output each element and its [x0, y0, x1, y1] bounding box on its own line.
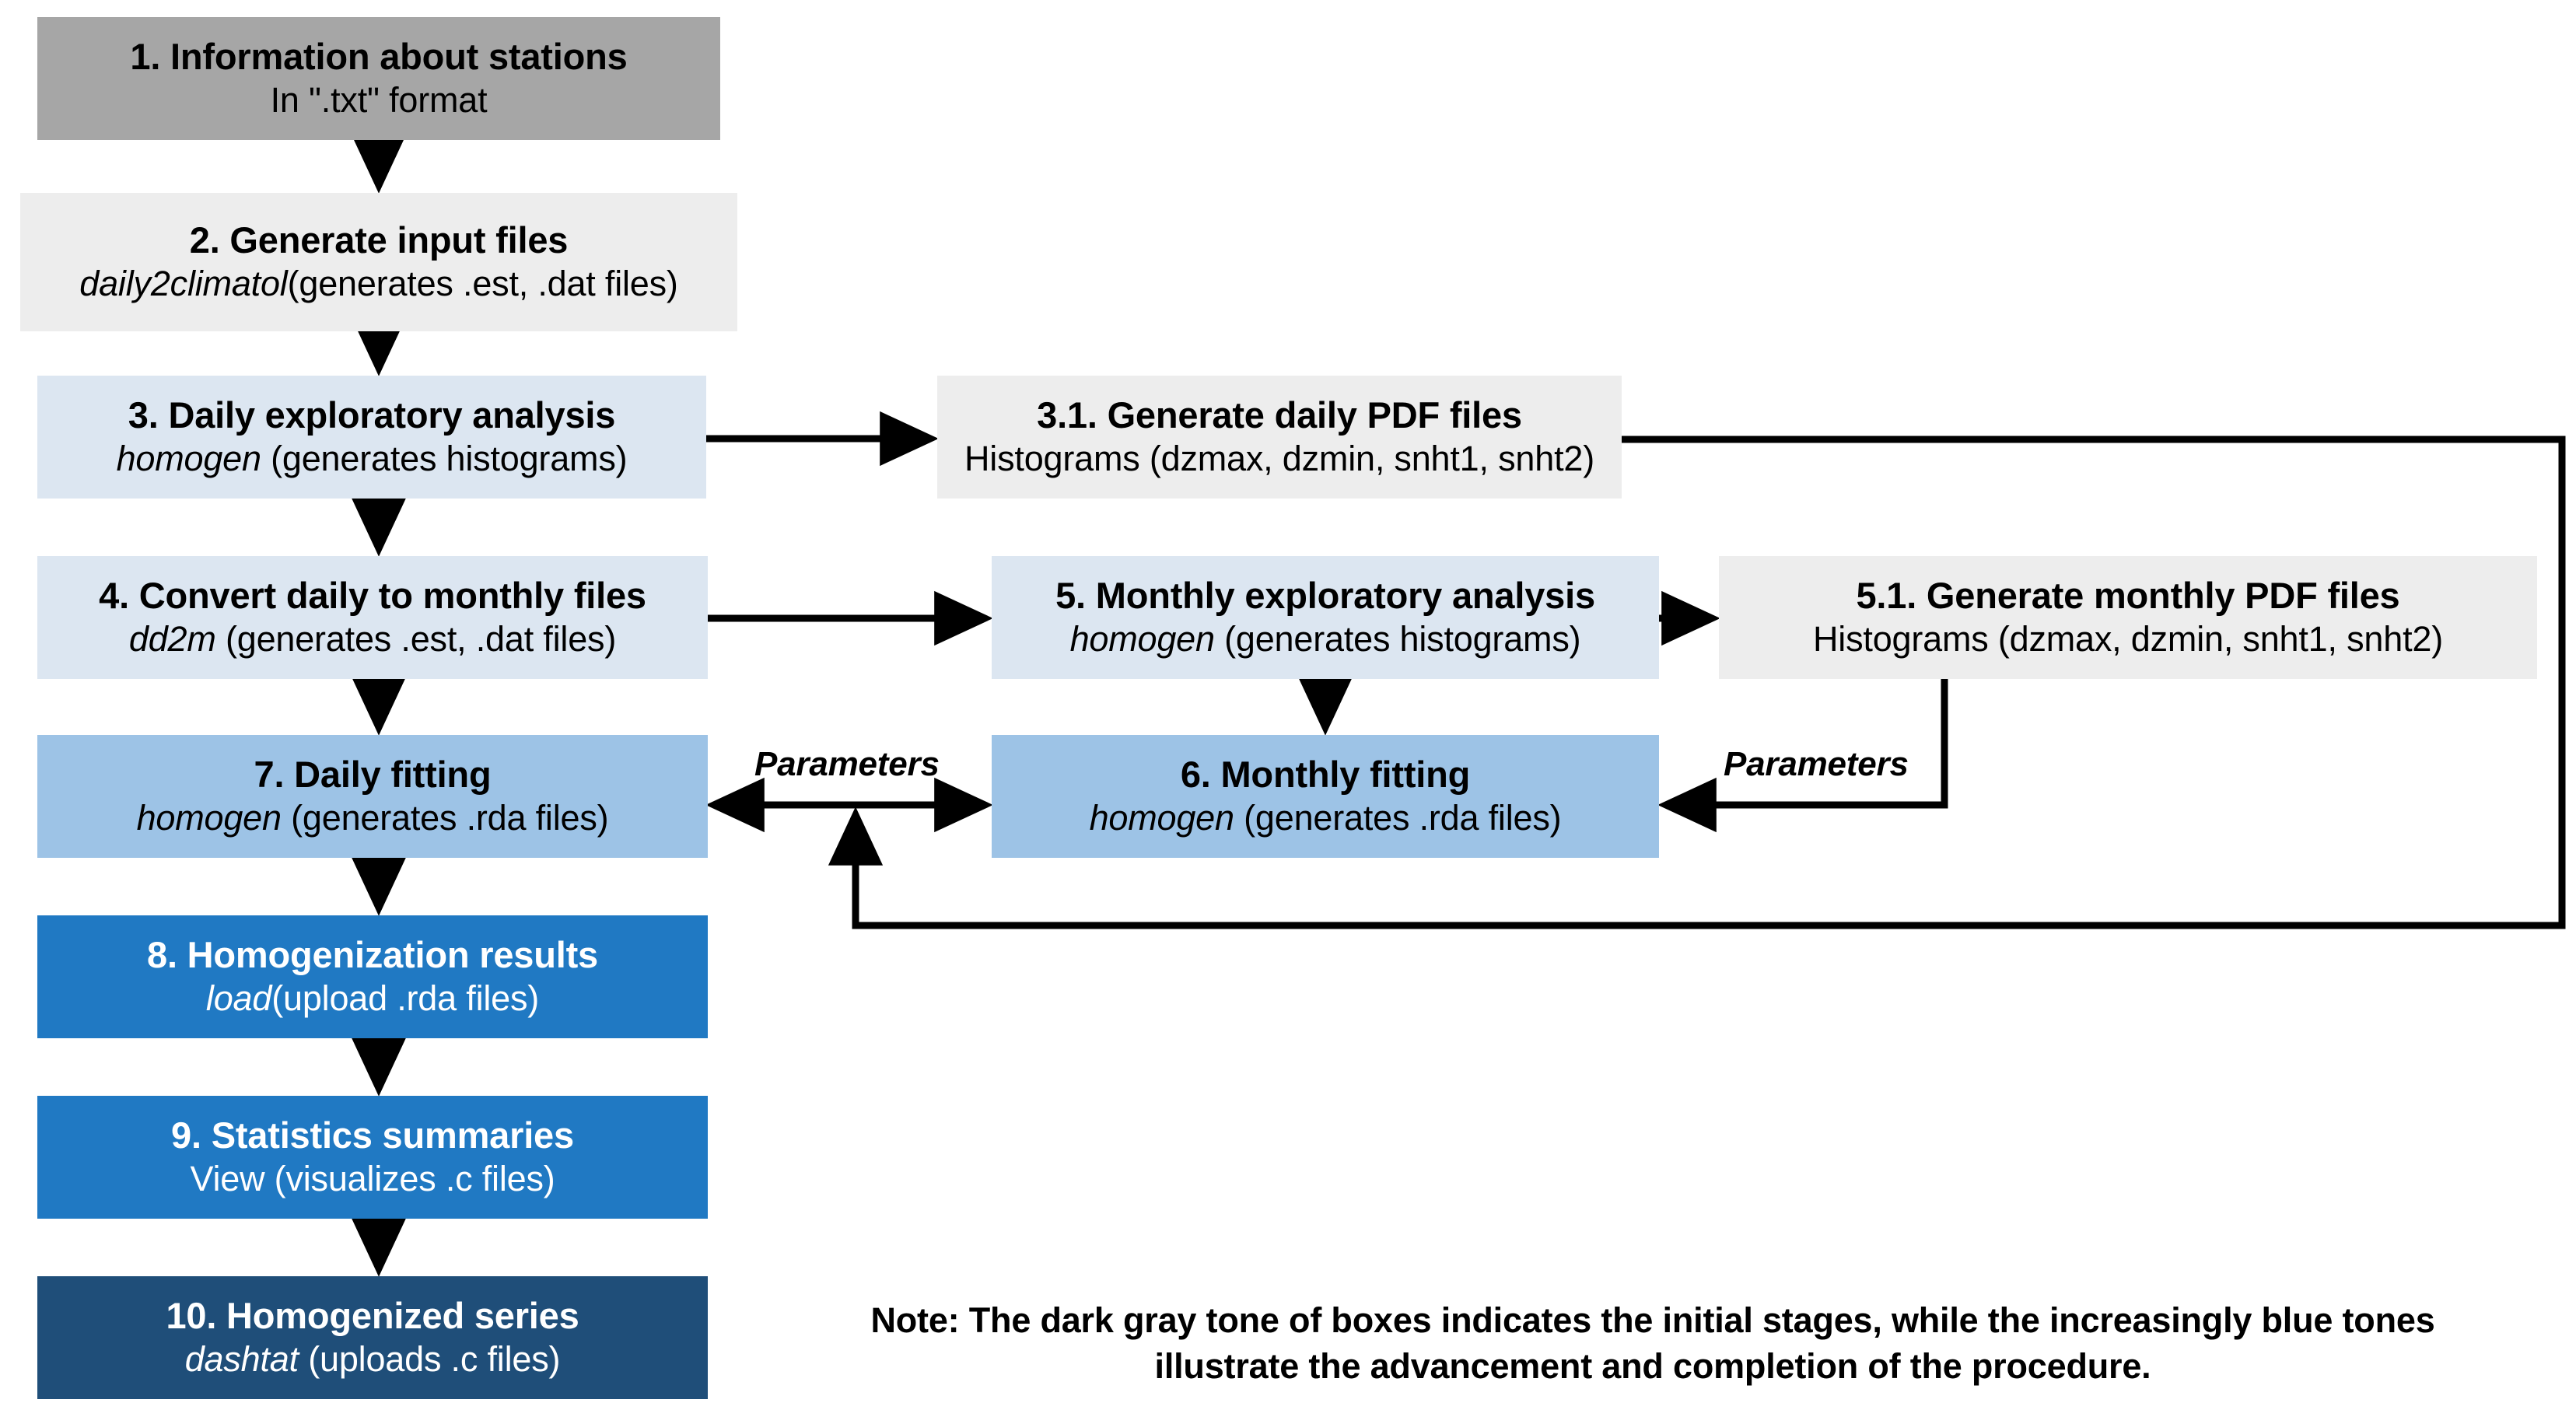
edge-label-parameters-left: Parameters — [754, 745, 940, 783]
diagram-note-line-2: illustrate the advancement and completio… — [1154, 1346, 2151, 1387]
node-3-daily-exploratory-analysis[interactable]: 3. Daily exploratory analysis homogen (g… — [37, 376, 706, 499]
node-title: 10. Homogenized series — [166, 1295, 579, 1337]
node-title: 2. Generate input files — [189, 219, 569, 261]
node-title: 3. Daily exploratory analysis — [128, 394, 616, 436]
node-title: 5.1. Generate monthly PDF files — [1856, 575, 2400, 617]
node-subtitle: View (visualizes .c files) — [190, 1159, 555, 1199]
node-2-generate-input-files[interactable]: 2. Generate input files daily2climatol(g… — [20, 193, 737, 331]
node-9-statistics-summaries[interactable]: 9. Statistics summaries View (visualizes… — [37, 1096, 708, 1219]
node-title: 5. Monthly exploratory analysis — [1055, 575, 1595, 617]
node-title: 4. Convert daily to monthly files — [99, 575, 646, 617]
diagram-note-line-1: Note: The dark gray tone of boxes indica… — [870, 1300, 2435, 1340]
node-subtitle: homogen (generates histograms) — [116, 439, 628, 479]
diagram-note: Note: The dark gray tone of boxes indica… — [747, 1297, 2559, 1390]
node-subtitle: dd2m (generates .est, .dat files) — [128, 619, 617, 660]
node-title: 9. Statistics summaries — [171, 1114, 574, 1156]
node-subtitle: Histograms (dzmax, dzmin, snht1, snht2) — [964, 439, 1594, 479]
node-subtitle: homogen (generates .rda files) — [136, 798, 609, 838]
node-subtitle: daily2climatol(generates .est, .dat file… — [79, 264, 678, 304]
node-subtitle: Histograms (dzmax, dzmin, snht1, snht2) — [1813, 619, 2443, 660]
node-subtitle: In ".txt" format — [270, 80, 488, 121]
node-5-monthly-exploratory-analysis[interactable]: 5. Monthly exploratory analysis homogen … — [992, 556, 1659, 679]
node-8-homogenization-results[interactable]: 8. Homogenization results load(upload .r… — [37, 915, 708, 1038]
node-6-monthly-fitting[interactable]: 6. Monthly fitting homogen (generates .r… — [992, 735, 1659, 858]
node-3.1-generate-daily-pdf-files[interactable]: 3.1. Generate daily PDF files Histograms… — [937, 376, 1622, 499]
node-subtitle: homogen (generates histograms) — [1069, 619, 1581, 660]
node-5.1-generate-monthly-pdf-files[interactable]: 5.1. Generate monthly PDF files Histogra… — [1719, 556, 2537, 679]
node-1-information-about-stations[interactable]: 1. Information about stations In ".txt" … — [37, 17, 720, 140]
node-subtitle: load(upload .rda files) — [205, 978, 540, 1019]
node-title: 1. Information about stations — [130, 36, 628, 78]
node-4-convert-daily-to-monthly-files[interactable]: 4. Convert daily to monthly files dd2m (… — [37, 556, 708, 679]
node-10-homogenized-series[interactable]: 10. Homogenized series dashtat (uploads … — [37, 1276, 708, 1399]
node-7-daily-fitting[interactable]: 7. Daily fitting homogen (generates .rda… — [37, 735, 708, 858]
node-title: 8. Homogenization results — [147, 934, 598, 976]
node-title: 3.1. Generate daily PDF files — [1037, 394, 1522, 436]
node-subtitle: homogen (generates .rda files) — [1089, 798, 1562, 838]
edge-6-to-5.1-parameters — [1657, 679, 1948, 833]
edge-label-parameters-right: Parameters — [1724, 745, 1909, 783]
node-title: 6. Monthly fitting — [1180, 754, 1471, 796]
node-title: 7. Daily fitting — [254, 754, 492, 796]
node-subtitle: dashtat (uploads .c files) — [184, 1339, 561, 1380]
